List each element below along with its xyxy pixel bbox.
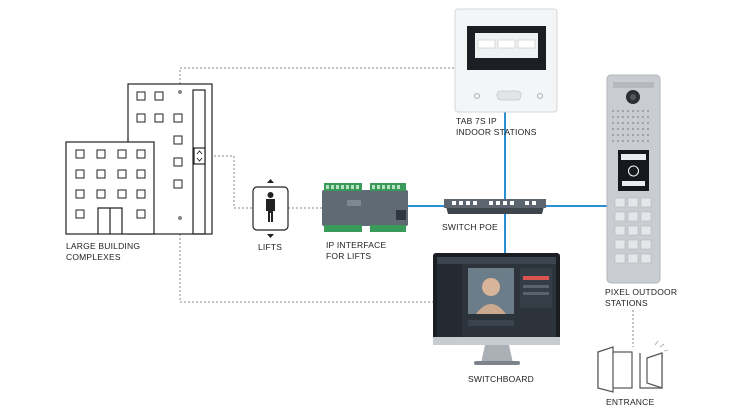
dotted-line-building-to-tab xyxy=(179,67,455,92)
label-switchboard: SWITCHBOARD xyxy=(468,374,534,384)
ip-interface-device xyxy=(322,183,408,232)
office-buildings-icon xyxy=(65,83,213,235)
open-door-icon xyxy=(597,340,669,393)
label-lifts: LIFTS xyxy=(258,242,283,252)
tab-indoor-station-device xyxy=(454,8,558,113)
label-switch-poe: SWITCH POE xyxy=(442,222,498,232)
label-entrance: ENTRANCE xyxy=(606,397,655,407)
switch-poe-device xyxy=(444,199,546,214)
dotted-line-building-to-switchboard xyxy=(179,218,435,303)
switchboard-monitor-device xyxy=(433,253,560,365)
dotted-line-building-to-lifts xyxy=(206,155,253,209)
dotted-connections xyxy=(179,67,455,303)
network-connections xyxy=(408,112,607,256)
pixel-outdoor-station-device xyxy=(606,74,661,284)
person-elevator-icon xyxy=(252,179,289,238)
